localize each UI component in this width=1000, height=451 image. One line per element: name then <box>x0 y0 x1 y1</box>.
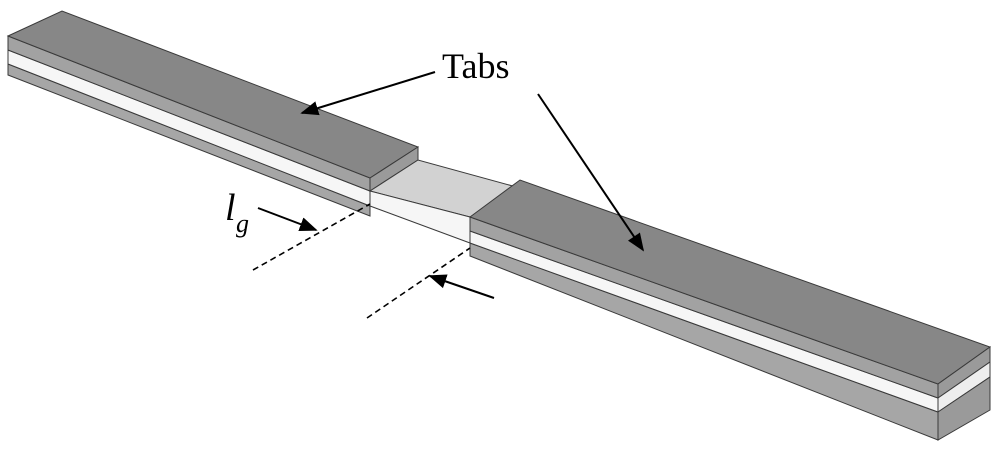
tabs-pointer-left-arrow <box>300 71 436 116</box>
gauge-right-dashed-line <box>366 247 471 319</box>
gauge-left-dashed-line <box>252 203 371 271</box>
gauge-length-subscript: g <box>236 209 249 238</box>
right-tab-assembly <box>468 179 992 441</box>
left-tab-assembly <box>6 10 420 217</box>
tabs-label: Tabs <box>442 46 509 86</box>
right-end-lower-tab <box>937 376 991 441</box>
gauge-right-arrow <box>428 274 495 299</box>
tabs-pointer-right-arrow <box>537 93 645 252</box>
gauge-left-arrow <box>257 207 318 231</box>
gauge-length-symbol: l <box>225 187 236 229</box>
